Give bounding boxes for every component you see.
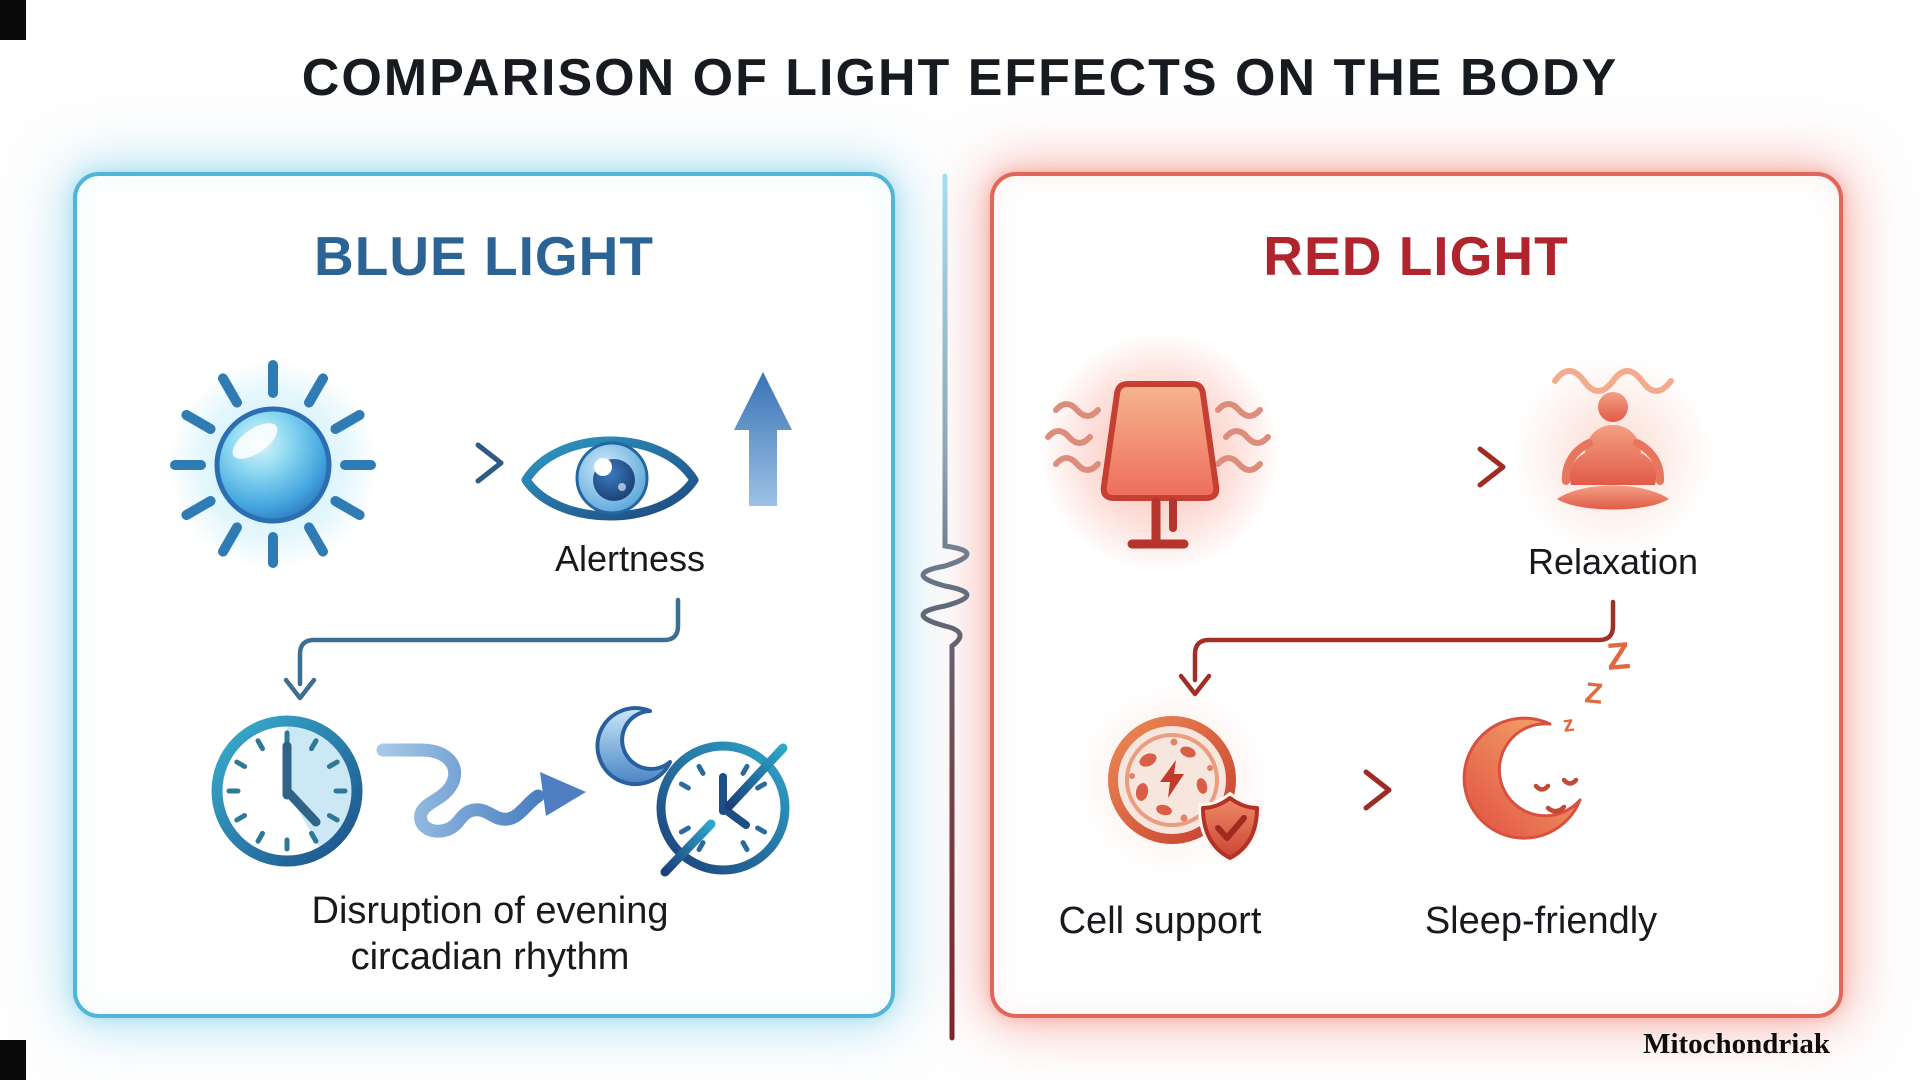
disruption-label: Disruption of evening circadian rhythm [311,890,669,978]
cell-support-label: Cell support [1058,900,1262,942]
blue-panel-title: BLUE LIGHT [314,225,654,287]
scan-artifact-bottom-left [0,1040,26,1080]
divider-squiggle-line [920,173,970,1041]
relaxation-label: Relaxation [1527,541,1699,582]
alertness-label: Alertness [554,538,706,579]
sleep-friendly-label: Sleep-friendly [1424,900,1658,942]
red-light-panel [990,172,1843,1018]
red-panel-title: RED LIGHT [1263,225,1569,287]
author-watermark: Mitochondriak [1643,1028,1830,1060]
scan-artifact-top-left [0,0,26,40]
blue-light-panel [73,172,895,1018]
page-title: COMPARISON OF LIGHT EFFECTS ON THE BODY [301,49,1619,107]
